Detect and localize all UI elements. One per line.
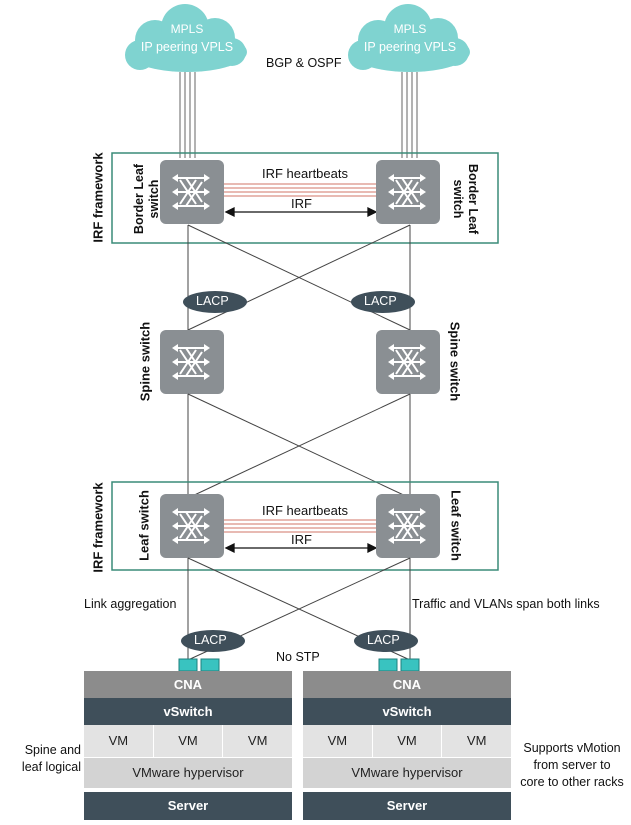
server-bar: Server xyxy=(303,792,511,820)
vmotion-line-3: core to other racks xyxy=(520,775,624,789)
leaf-irf-framework xyxy=(111,481,499,571)
border-irf-arrow xyxy=(224,206,378,218)
cloud-left-label-1: MPLS xyxy=(170,22,204,36)
lacp-lower-left-label: LACP xyxy=(194,633,227,647)
leaf-right-label: Leaf switch xyxy=(448,490,464,561)
server-stack-left: CNA vSwitch VM VM VM VMware hypervisor S… xyxy=(84,671,292,820)
cna-bar: CNA xyxy=(303,671,511,698)
nic-port xyxy=(400,658,420,672)
leaf-switch-left xyxy=(160,494,224,558)
spine-leaf-note: Spine and leaf logical xyxy=(17,742,81,776)
lacp-upper-left xyxy=(183,291,247,313)
vm-box: VM xyxy=(466,733,487,748)
vm-box: VM xyxy=(247,733,268,748)
spine-switch-right xyxy=(376,330,440,394)
no-stp-note: No STP xyxy=(276,650,320,664)
nic-port xyxy=(378,658,398,672)
spine-switch-left xyxy=(160,330,224,394)
leaf-left-label: Leaf switch xyxy=(136,490,152,561)
nic-port xyxy=(178,658,198,672)
server-stack-right: CNA vSwitch VM VM VM VMware hypervisor S… xyxy=(303,671,511,820)
bgp-ospf-label: BGP & OSPF xyxy=(266,56,342,70)
lacp-lower-left xyxy=(181,630,245,652)
spine-leaf-line-1: Spine and xyxy=(24,743,81,757)
vmotion-line-1: Supports vMotion xyxy=(523,741,621,755)
border-irf-label: IRF xyxy=(291,196,312,211)
cloud-right xyxy=(348,4,470,72)
leaf-framework-label: IRF framework xyxy=(90,482,106,573)
vm-box: VM xyxy=(303,725,373,757)
spine-leaf-line-2: leaf logical xyxy=(21,760,81,774)
lacp-upper-left-label: LACP xyxy=(196,294,229,308)
hypervisor-bar: VMware hypervisor xyxy=(303,757,511,788)
leaf-heartbeat-lines xyxy=(224,519,376,533)
border-irf-framework xyxy=(111,152,499,244)
link-aggregation-note: Link aggregation xyxy=(84,597,177,611)
border-right-text: Border Leaf switch xyxy=(451,163,480,235)
hypervisor-bar: VMware hypervisor xyxy=(84,757,292,788)
vswitch-bar: vSwitch xyxy=(84,698,292,725)
vswitch-bar: vSwitch xyxy=(303,698,511,725)
vm-box: VM xyxy=(154,725,224,757)
cloud-uplinks xyxy=(179,72,418,158)
traffic-note: Traffic and VLANs span both links xyxy=(412,597,600,611)
leaf-irf-arrow xyxy=(224,542,378,554)
spine-right-label: Spine switch xyxy=(447,321,463,402)
vmotion-line-2: from server to xyxy=(533,758,611,772)
lacp-upper-right xyxy=(351,291,415,313)
border-framework-label: IRF framework xyxy=(90,152,106,243)
leaf-switch-right xyxy=(376,494,440,558)
lacp-lower-right xyxy=(354,630,418,652)
border-heartbeats-label: IRF heartbeats xyxy=(262,166,348,181)
cloud-right-label-1: MPLS xyxy=(393,22,427,36)
cloud-right-label-2: IP peering VPLS xyxy=(363,40,457,54)
border-leaf-switch-right xyxy=(376,160,440,224)
cloud-left xyxy=(125,4,247,72)
vmotion-note: Supports vMotion from server to core to … xyxy=(515,740,629,791)
nic-port xyxy=(200,658,220,672)
server-bar: Server xyxy=(84,792,292,820)
border-leaf-left-label: Border Leaf switch xyxy=(132,154,162,244)
vm-box: VM xyxy=(373,725,443,757)
lacp-lower-right-label: LACP xyxy=(367,633,400,647)
border-heartbeat-lines xyxy=(224,183,376,197)
cna-bar: CNA xyxy=(84,671,292,698)
cloud-left-label-2: IP peering VPLS xyxy=(140,40,234,54)
border-leaf-right-label: Border Leaf switch xyxy=(450,154,480,244)
border-left-text: Border Leaf switch xyxy=(132,163,161,235)
lacp-upper-right-label: LACP xyxy=(364,294,397,308)
spine-left-label: Spine switch xyxy=(137,321,153,402)
vm-box: VM xyxy=(84,725,154,757)
leaf-heartbeats-label: IRF heartbeats xyxy=(262,503,348,518)
vm-row: VM VM VM xyxy=(303,725,511,757)
border-leaf-switch-left xyxy=(160,160,224,224)
leaf-irf-label: IRF xyxy=(291,532,312,547)
vm-row: VM VM VM xyxy=(84,725,292,757)
